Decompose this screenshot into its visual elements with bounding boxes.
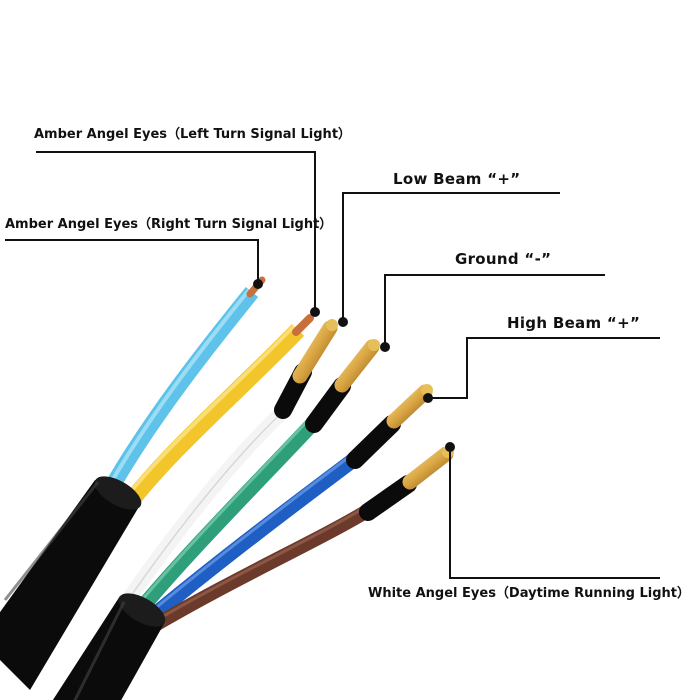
dot-amber-left [310,307,320,317]
leader-amber-right [5,240,258,282]
dot-high-beam [423,393,433,403]
label-ground: Ground “-” [455,252,551,267]
leader-ground [385,275,605,347]
heatshrink-green [314,386,342,424]
dot-ground [380,342,390,352]
bullet-connector-brown [410,454,446,482]
leader-amber-left [36,152,315,312]
heatshrink-brown [368,484,408,512]
label-low-beam: Low Beam “+” [393,172,520,187]
dot-white-drl [445,442,455,452]
bullet-connector-white [300,328,330,376]
leader-high-beam [428,338,660,398]
dot-low-beam [338,317,348,327]
bullet-connector-green [342,347,372,385]
copper-tip-yellow [296,318,310,332]
label-amber-left-turn: Amber Angel Eyes（Left Turn Signal Light） [34,128,351,141]
dot-amber-right [253,279,263,289]
bullet-connector-blue [394,392,425,421]
label-high-beam: High Beam “+” [507,316,640,331]
label-amber-right-turn: Amber Angel Eyes（Right Turn Signal Light… [5,218,332,231]
label-white-drl: White Angel Eyes（Daytime Running Light） [368,587,690,600]
heatshrink-blue [355,424,392,460]
leader-white-drl [450,447,660,578]
